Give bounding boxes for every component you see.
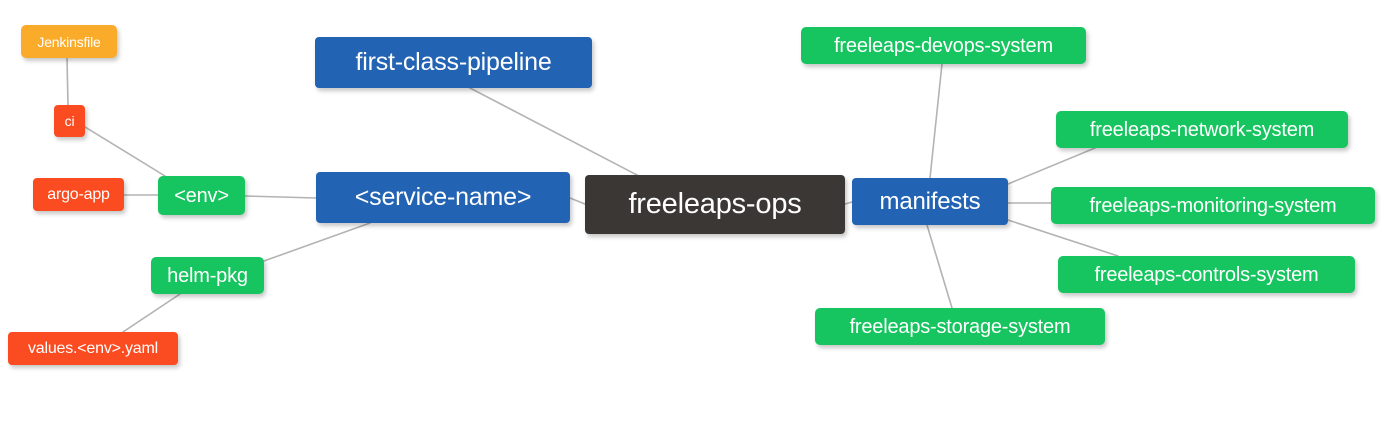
- node-freeleaps-controls-system[interactable]: freeleaps-controls-system: [1058, 256, 1355, 293]
- edge-env-ci: [84, 126, 166, 177]
- node-ci[interactable]: ci: [54, 105, 85, 137]
- node-label-freeleaps-controls-system: freeleaps-controls-system: [1094, 263, 1319, 286]
- edge-service-name-helm-pkg: [263, 222, 371, 262]
- node-env[interactable]: <env>: [158, 176, 245, 215]
- node-service-name[interactable]: <service-name>: [316, 172, 570, 223]
- node-label-ci: ci: [64, 113, 75, 129]
- node-argo-app[interactable]: argo-app: [33, 178, 124, 211]
- node-label-values-env-yaml: values.<env>.yaml: [27, 339, 158, 357]
- node-freeleaps-ops[interactable]: freeleaps-ops: [585, 175, 845, 234]
- edge-ops-service-name: [569, 197, 586, 205]
- edge-helm-pkg-values: [122, 293, 181, 333]
- node-freeleaps-devops-system[interactable]: freeleaps-devops-system: [801, 27, 1086, 64]
- edge-manifests-storage: [926, 224, 953, 309]
- edge-service-name-env: [244, 195, 317, 199]
- node-freeleaps-network-system[interactable]: freeleaps-network-system: [1056, 111, 1348, 148]
- node-label-freeleaps-network-system: freeleaps-network-system: [1089, 118, 1315, 141]
- node-freeleaps-monitoring-system[interactable]: freeleaps-monitoring-system: [1051, 187, 1375, 224]
- node-label-service-name: <service-name>: [354, 183, 532, 211]
- node-label-first-class-pipeline: first-class-pipeline: [355, 48, 552, 76]
- node-label-env: <env>: [174, 184, 229, 207]
- node-label-freeleaps-devops-system: freeleaps-devops-system: [834, 34, 1053, 57]
- edge-ops-first-class-pipeline: [469, 87, 638, 176]
- node-label-argo-app: argo-app: [47, 185, 110, 203]
- edge-manifests-controls: [1007, 219, 1119, 257]
- edge-manifests-devops: [929, 63, 943, 179]
- edge-ops-manifests: [844, 201, 853, 205]
- node-first-class-pipeline[interactable]: first-class-pipeline: [315, 37, 592, 88]
- node-label-freeleaps-monitoring-system: freeleaps-monitoring-system: [1089, 194, 1337, 217]
- node-label-manifests: manifests: [879, 187, 981, 215]
- edge-manifests-network: [1007, 147, 1096, 185]
- node-label-freeleaps-ops: freeleaps-ops: [628, 188, 802, 220]
- node-manifests[interactable]: manifests: [852, 178, 1008, 225]
- node-label-freeleaps-storage-system: freeleaps-storage-system: [849, 315, 1071, 338]
- node-jenkinsfile[interactable]: Jenkinsfile: [21, 25, 117, 58]
- node-freeleaps-storage-system[interactable]: freeleaps-storage-system: [815, 308, 1105, 345]
- edge-ci-jenkinsfile: [66, 57, 69, 106]
- node-label-jenkinsfile: Jenkinsfile: [37, 33, 101, 50]
- node-values-env-yaml[interactable]: values.<env>.yaml: [8, 332, 178, 365]
- node-label-helm-pkg: helm-pkg: [167, 264, 248, 287]
- node-helm-pkg[interactable]: helm-pkg: [151, 257, 264, 294]
